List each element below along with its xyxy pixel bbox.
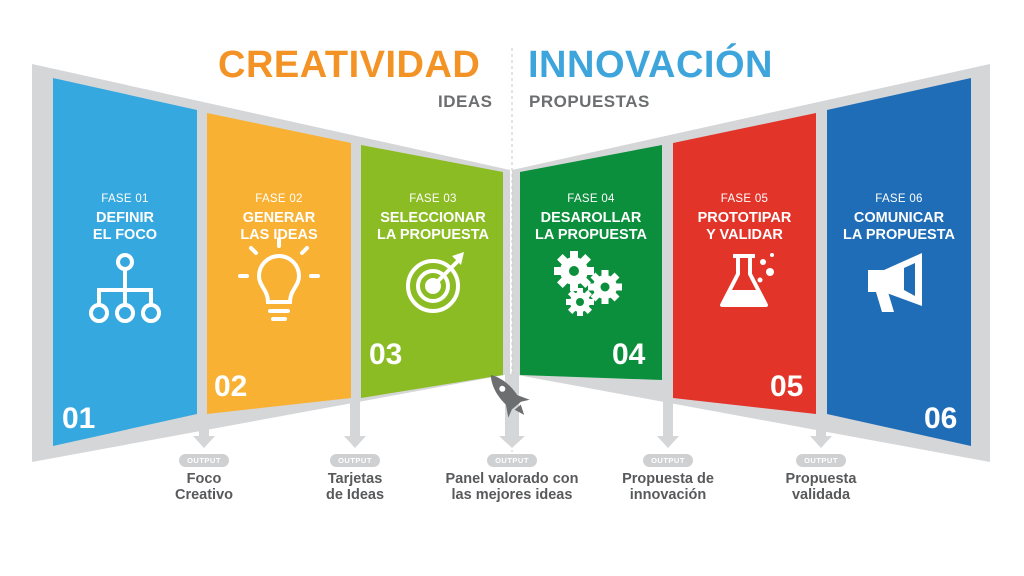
phase-number-2: 02 [214, 370, 248, 403]
phase-title: SELECCIONAR LA PROPUESTA [377, 210, 489, 243]
lightbulb-icon [238, 237, 320, 321]
gears-icon [554, 251, 622, 316]
phase-panel-1 [53, 78, 197, 446]
target-icon [406, 252, 464, 313]
rocket-icon [490, 375, 530, 418]
phase-label-2: FASE 02 GENERAR LAS IDEAS [207, 193, 351, 244]
phase-title: DESAROLLAR LA PROPUESTA [535, 210, 647, 243]
phase-fase-label: FASE 06 [875, 193, 923, 205]
ideas-subtitle: IDEAS [438, 92, 493, 111]
phase-title: COMUNICAR LA PROPUESTA [843, 210, 955, 243]
output-tag-3: OUTPUT [487, 454, 537, 467]
output-text-1: Foco Creativo [174, 471, 234, 503]
creatividad-title: CREATIVIDAD [218, 44, 481, 86]
phase-fase-label: FASE 02 [255, 193, 303, 205]
phase-fase-label: FASE 04 [567, 193, 615, 205]
output-tag-4: OUTPUT [643, 454, 693, 467]
output-text-5: Propuesta validada [785, 471, 857, 503]
phase-number-1: 01 [62, 402, 96, 435]
phase-fase-label: FASE 05 [720, 193, 769, 205]
phase-number-5: 05 [770, 370, 804, 403]
phase-title: PROTOTIPAR Y VALIDAR [697, 210, 792, 243]
phase-label-3: FASE 03 SELECCIONAR LA PROPUESTA [361, 193, 505, 244]
phase-label-6: FASE 06 COMUNICAR LA PROPUESTA [834, 193, 964, 244]
output-text-3: Panel valorado con las mejores ideas [445, 471, 579, 503]
phase-panel-4 [520, 145, 662, 380]
phase-panel-2 [207, 113, 351, 414]
phase-panel-5 [673, 113, 816, 414]
phase-fase-label: FASE 03 [409, 193, 457, 205]
output-tag-1: OUTPUT [179, 454, 229, 467]
output-text-2: Tarjetas de Ideas [325, 471, 385, 503]
output-arrows [193, 374, 832, 448]
phase-title: DEFINIR EL FOCO [92, 210, 158, 243]
phase-label-4: FASE 04 DESAROLLAR LA PROPUESTA [518, 193, 664, 244]
phase-label-5: FASE 05 PROTOTIPAR Y VALIDAR [673, 193, 816, 244]
hierarchy-icon [89, 253, 161, 323]
phase-number-4: 04 [612, 338, 646, 371]
phase-label-1: FASE 01 DEFINIR EL FOCO [60, 193, 190, 244]
megaphone-icon [868, 253, 922, 312]
innovacion-title: INNOVACIÓN [528, 44, 773, 86]
output-tag-5: OUTPUT [796, 454, 846, 467]
phase-panel-6 [827, 78, 971, 446]
propuestas-subtitle: PROPUESTAS [529, 92, 650, 111]
phase-number-3: 03 [369, 338, 403, 371]
flask-icon [720, 253, 774, 307]
phase-title: GENERAR LAS IDEAS [240, 210, 318, 243]
output-tag-2: OUTPUT [330, 454, 380, 467]
phase-fase-label: FASE 01 [101, 193, 149, 205]
output-text-4: Propuesta de innovación [622, 471, 714, 503]
phase-number-6: 06 [924, 402, 958, 435]
